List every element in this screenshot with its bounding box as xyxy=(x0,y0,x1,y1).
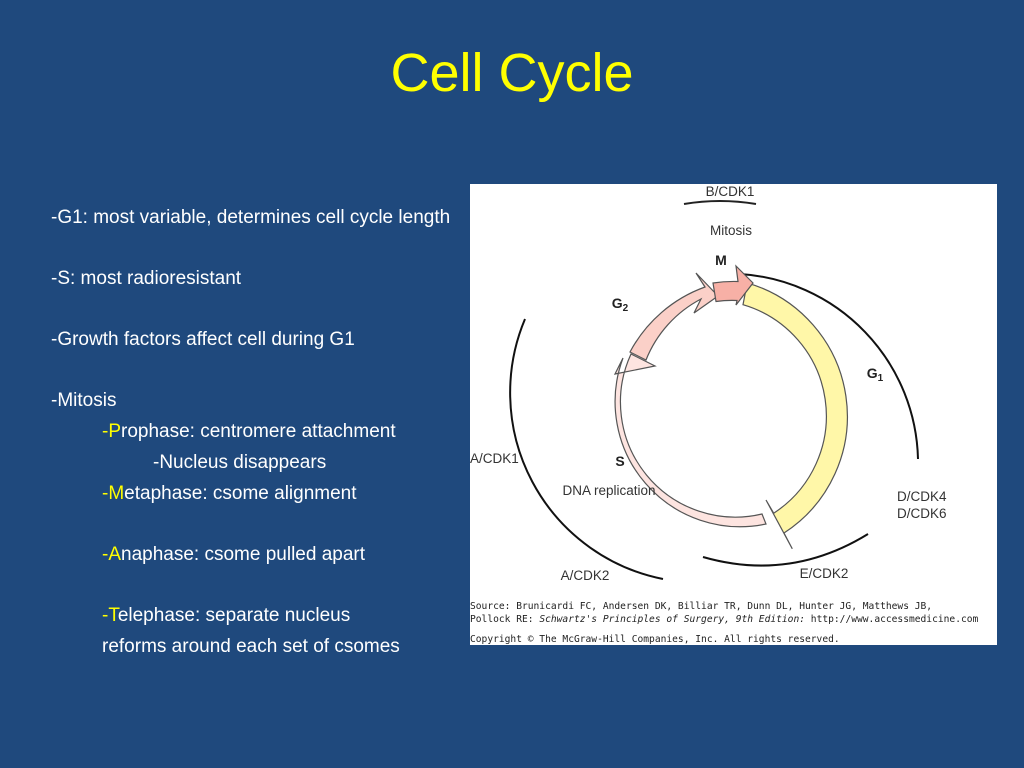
outer-arc-a-cdk xyxy=(509,318,664,580)
g2-subscript: 2 xyxy=(623,303,629,314)
telophase-initial: T xyxy=(108,605,118,626)
label-g2-phase: G2 xyxy=(612,295,629,314)
copyright-line: Copyright © The McGraw-Hill Companies, I… xyxy=(470,634,840,645)
bullet-mitosis: -Mitosis xyxy=(51,390,117,411)
label-mitosis: Mitosis xyxy=(710,223,752,238)
source-book-title: Schwartz's Principles of Surgery, 9th Ed… xyxy=(539,614,805,625)
bullet-telophase-continued: reforms around each set of csomes xyxy=(102,636,400,657)
bullet-s-phase: -S: most radioresistant xyxy=(51,268,242,289)
s-arc xyxy=(613,353,767,528)
m-arc xyxy=(712,264,754,306)
label-d-cdk6: D/CDK6 xyxy=(897,506,947,521)
g1-base: G xyxy=(867,365,878,381)
label-s-phase: S xyxy=(615,453,624,469)
prophase-initial: P xyxy=(108,421,122,442)
label-e-cdk2: E/CDK2 xyxy=(800,566,849,581)
outer-arc-mitosis-g1 xyxy=(739,273,919,460)
source-line-2: Pollock RE: Schwartz's Principles of Sur… xyxy=(470,614,979,625)
telophase-text: elephase: separate nucleus xyxy=(117,605,351,626)
metaphase-text: etaphase: csome alignment xyxy=(124,483,357,504)
source-line-2-prefix: Pollock RE: xyxy=(470,614,539,625)
metaphase-dash: - xyxy=(102,483,109,504)
bullet-anaphase: -Anaphase: csome pulled apart xyxy=(51,539,471,570)
bullet-metaphase: -Metaphase: csome alignment xyxy=(51,478,471,509)
bullet-prophase: -Prophase: centromere attachment xyxy=(51,416,471,447)
label-b-cdk1: B/CDK1 xyxy=(706,184,755,199)
metaphase-initial: M xyxy=(108,483,125,504)
bullet-growth-factors: -Growth factors affect cell during G1 xyxy=(51,329,355,350)
bullet-telophase: -Telephase: separate nucleus xyxy=(51,600,471,631)
g2-base: G xyxy=(612,295,623,311)
anaphase-dash: - xyxy=(102,544,109,565)
g1-arc xyxy=(742,282,848,550)
g2-arc xyxy=(629,272,719,361)
label-a-cdk1: A/CDK1 xyxy=(470,451,519,466)
prophase-dash: - xyxy=(102,421,109,442)
source-url: http://www.accessmedicine.com xyxy=(805,614,979,625)
bullet-nucleus-disappears: -Nucleus disappears xyxy=(153,452,327,473)
g1-subscript: 1 xyxy=(878,373,884,384)
anaphase-text: naphase: csome pulled apart xyxy=(121,544,366,565)
label-m-phase: M xyxy=(715,252,727,268)
source-line-1: Source: Brunicardi FC, Andersen DK, Bill… xyxy=(470,601,932,612)
label-g1-phase: G1 xyxy=(867,365,884,384)
cell-cycle-diagram: B/CDK1 Mitosis M G2 G1 S DNA replication… xyxy=(470,184,997,645)
label-a-cdk2: A/CDK2 xyxy=(561,568,610,583)
bullet-g1: -G1: most variable, determines cell cycl… xyxy=(51,207,451,228)
label-d-cdk4: D/CDK4 xyxy=(897,489,947,504)
label-dna-replication: DNA replication xyxy=(562,483,655,498)
prophase-text: rophase: centromere attachment xyxy=(121,421,396,442)
b-cdk1-bracket xyxy=(683,200,757,205)
bullet-list: -G1: most variable, determines cell cycl… xyxy=(51,202,471,662)
anaphase-initial: A xyxy=(108,544,122,565)
outer-arc-e-cdk2 xyxy=(702,533,869,567)
slide-title: Cell Cycle xyxy=(390,43,634,103)
telophase-dash: - xyxy=(102,605,109,626)
